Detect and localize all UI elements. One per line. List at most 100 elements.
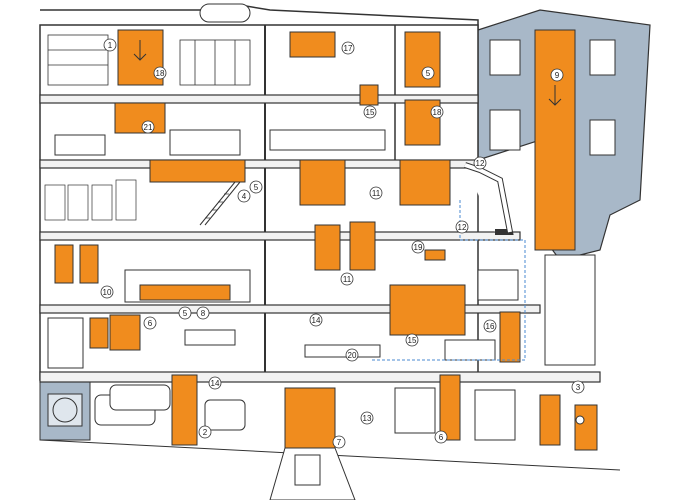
- shutter-door: [389, 284, 466, 336]
- callout-circle: [332, 435, 346, 449]
- arrow-down-icon: [548, 85, 562, 106]
- arrow-down-icon: [133, 40, 147, 61]
- callout-circle: [363, 105, 377, 119]
- door-basement-exit-b: [574, 404, 598, 451]
- callout-circle: [143, 316, 157, 330]
- door-floor2-a: [114, 102, 166, 134]
- callout-8: 18: [430, 105, 444, 119]
- door-mid-floor1: [289, 31, 336, 58]
- callout-2: 18: [153, 66, 167, 80]
- callout-27: 7: [332, 435, 346, 449]
- callout-number: 2: [203, 428, 208, 437]
- callout-circle: [103, 38, 117, 52]
- loading-door: [284, 387, 336, 449]
- callout-circle: [208, 376, 222, 390]
- callout-circle: [434, 430, 448, 444]
- roof-outline: [40, 4, 479, 30]
- callout-circle: [340, 272, 354, 286]
- control-panel: [424, 249, 446, 261]
- door-floor5-a: [89, 317, 109, 349]
- callout-16: 11: [340, 272, 354, 286]
- callout-circle: [196, 306, 210, 320]
- elevator-shaft: [534, 29, 576, 251]
- callout-number: 5: [254, 183, 259, 192]
- callout-number: 20: [348, 351, 357, 360]
- callout-circle: [309, 313, 323, 327]
- callout-5: 9: [550, 68, 564, 82]
- roof-dome: [199, 3, 251, 23]
- callout-circle: [141, 120, 155, 134]
- callout-24: 14: [208, 376, 222, 390]
- callout-number: 18: [433, 108, 442, 117]
- floor-slabs: [39, 94, 601, 383]
- callout-number: 17: [344, 44, 353, 53]
- callout-15: 10: [100, 285, 114, 299]
- garage-door-open: [171, 374, 198, 446]
- kitchen-counter: [269, 129, 386, 151]
- callout-number: 15: [366, 108, 375, 117]
- callout-circle: [178, 306, 192, 320]
- callout-22: 16: [483, 319, 497, 333]
- window-grid: [47, 317, 84, 369]
- door-storage-a: [314, 224, 341, 271]
- callout-number: 18: [156, 69, 165, 78]
- car-3: [204, 399, 246, 431]
- callout-9: 12: [473, 156, 487, 170]
- callout-circle: [153, 66, 167, 80]
- door-storage-b: [349, 221, 376, 271]
- ventilation-duct-inner: [464, 163, 512, 233]
- callout-number: 13: [363, 414, 372, 423]
- callout-21: 15: [405, 333, 419, 347]
- callout-10: 4: [237, 189, 251, 203]
- callout-19: 8: [196, 306, 210, 320]
- shelf-1: [394, 387, 436, 434]
- callout-25: 2: [198, 425, 212, 439]
- door-floor5-b: [109, 314, 141, 351]
- conveyor: [304, 344, 381, 358]
- callout-number: 15: [408, 336, 417, 345]
- office-cubicles: [47, 34, 251, 86]
- car-2: [109, 384, 171, 411]
- callout-number: 12: [458, 223, 467, 232]
- callout-circle: [550, 68, 564, 82]
- callout-number: 11: [372, 189, 381, 198]
- callout-12: 11: [369, 186, 383, 200]
- pallet: [444, 339, 496, 361]
- door-side: [499, 311, 521, 363]
- callout-6: 21: [141, 120, 155, 134]
- callout-number: 6: [148, 319, 153, 328]
- furnace: [477, 269, 519, 301]
- callout-circle: [198, 425, 212, 439]
- door-basement-store: [439, 374, 461, 441]
- callout-number: 7: [337, 438, 342, 447]
- callout-29: 3: [571, 380, 585, 394]
- callout-number: 5: [183, 309, 188, 318]
- callout-number: 8: [201, 309, 206, 318]
- callout-number: 4: [242, 192, 247, 201]
- callout-circle: [249, 180, 263, 194]
- callout-7: 15: [363, 105, 377, 119]
- stair-landing: [149, 159, 246, 183]
- lounge-sofa: [169, 129, 241, 156]
- callout-circle: [360, 411, 374, 425]
- lounge-bench: [54, 134, 106, 156]
- door-lab-a: [299, 159, 346, 206]
- callout-17: 6: [143, 316, 157, 330]
- trapdoor-hatch: [139, 284, 231, 301]
- callout-number: 12: [476, 159, 485, 168]
- stair-steps: [205, 193, 229, 219]
- callout-circle: [473, 156, 487, 170]
- callout-circle: [100, 285, 114, 299]
- callout-number: 21: [144, 123, 153, 132]
- callout-number: 11: [343, 275, 352, 284]
- callout-14: 19: [411, 240, 425, 254]
- fan-icon: [52, 397, 78, 423]
- callout-13: 12: [455, 220, 469, 234]
- callout-circle: [421, 66, 435, 80]
- callout-11: 5: [249, 180, 263, 194]
- forklift: [294, 454, 321, 486]
- meeting-table: [184, 329, 236, 346]
- callout-18: 5: [178, 306, 192, 320]
